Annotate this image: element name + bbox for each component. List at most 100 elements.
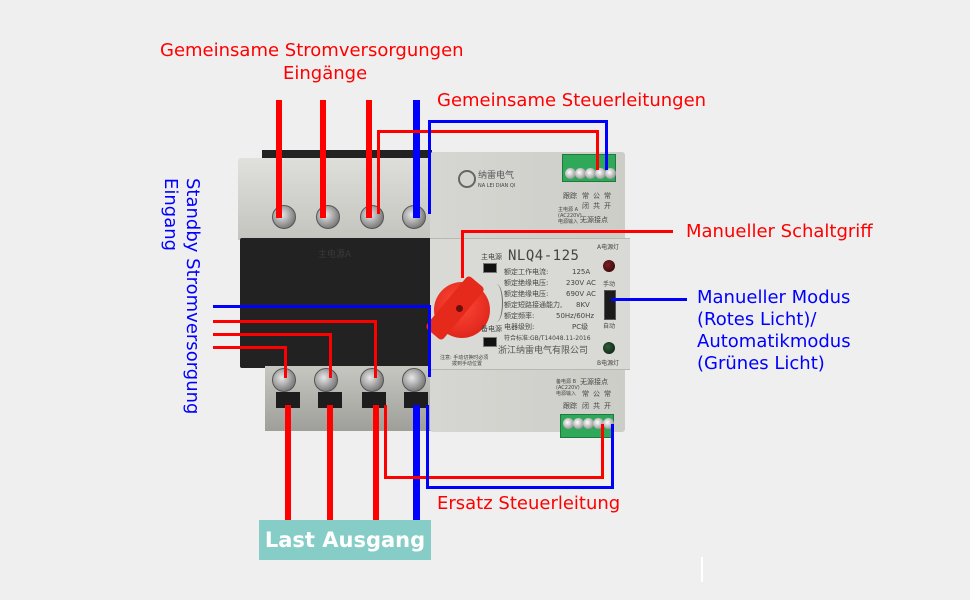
common-control-lines-label: Gemeinsame Steuerleitungen (437, 90, 707, 111)
bottom-block-col-1: 常 (582, 390, 589, 398)
backup-control-red-h (384, 476, 604, 479)
handle-pointer-v (461, 230, 464, 278)
divider-mark (701, 557, 703, 582)
top-block-left: 跟踪 (563, 192, 577, 200)
backup-control-red-v2 (601, 424, 604, 479)
lamp-b-green-indicator (603, 342, 615, 354)
bottom-terminal-screw-5 (603, 418, 614, 429)
brand-pinyin: NA LEI DIAN QI (478, 183, 516, 189)
common-control-red-v1 (377, 130, 380, 214)
top-block-group: 无源接点 (580, 216, 608, 224)
mode-switch[interactable] (604, 290, 616, 320)
mode-pointer (611, 298, 687, 301)
spec-name: 额定绝缘电压: (504, 279, 549, 287)
brand-name: 纳雷电气 (478, 171, 515, 181)
backup-control-line-label: Ersatz Steuerleitung (437, 493, 621, 514)
bottom-clamp-4 (404, 392, 428, 408)
standby-phase-3-v (284, 346, 287, 378)
standby-power-label-line1: Standby Stromversorgung (182, 178, 203, 415)
bottom-block-col-3: 常 (604, 390, 611, 398)
bottom-terminal-screw-2 (573, 418, 584, 429)
bottom-block-power-1: 备电源 B (556, 379, 577, 385)
load-neutral-wire (413, 405, 420, 523)
spec-value: 8KV (576, 301, 590, 309)
load-output-wire-1 (285, 405, 291, 523)
bottom-block-power-2: (AC220V) (556, 385, 580, 391)
standby-power-label-line2: Eingang (160, 178, 181, 252)
common-control-blue-v1 (428, 120, 431, 214)
load-output-wire-2 (327, 405, 333, 523)
spec-value: 690V AC (566, 290, 596, 298)
switch-manual-label: 手动 (603, 281, 616, 288)
handle-pointer-h (461, 230, 673, 233)
common-control-blue-v2 (605, 120, 608, 170)
spec-name: 额定绝缘电压: (504, 290, 549, 298)
standby-phase-1-v (374, 320, 377, 378)
load-output-wire-3 (373, 405, 379, 523)
mode-label-line1: Manueller Modus (697, 287, 851, 308)
main-power-window (483, 263, 497, 273)
standby-neutral-v (428, 305, 431, 377)
top-block-col-2: 公 (593, 192, 600, 200)
screw-bottom-2 (314, 368, 338, 392)
top-shadow (262, 150, 432, 158)
screw-bottom-3 (360, 368, 384, 392)
spec-value: 125A (572, 268, 591, 276)
standby-neutral-h (213, 305, 431, 308)
bottom-block-col-2: 公 (593, 390, 600, 398)
common-control-blue-h (428, 120, 608, 123)
standby-phase-1-h (213, 320, 377, 323)
backup-control-red-v1 (384, 405, 387, 479)
model-name: NLQ4-125 (508, 248, 580, 264)
backup-control-blue-v2 (611, 424, 614, 489)
bottom-clamp-1 (276, 392, 300, 408)
spec-value: 50Hz/60Hz (556, 312, 595, 320)
top-block-col2-2: 共 (593, 202, 600, 210)
bottom-block-left: 跟踪 (563, 402, 577, 410)
manufacturer-name: 浙江纳雷电气有限公司 (498, 346, 589, 356)
rotation-arrow-icon (490, 284, 503, 322)
backup-control-blue-h (426, 486, 614, 489)
spec-value: 230V AC (566, 279, 596, 287)
load-output-label: Last Ausgang (264, 528, 426, 552)
common-power-inputs-label-line1: Gemeinsame Stromversorgungen (160, 40, 464, 61)
top-block-power-2: (AC220V) (558, 213, 582, 219)
manual-note: 注意: 手动切换时必须 (440, 355, 489, 361)
top-block-power-1: 主电源 A (558, 207, 579, 213)
backup-control-blue-v1 (426, 405, 429, 489)
top-terminal-screw-2 (575, 168, 586, 179)
lamp-a-red-indicator (603, 260, 615, 272)
top-block-power-3: 电源输入 (558, 219, 579, 225)
common-control-red-h (377, 130, 599, 133)
backup-power-tag: 备电源 (481, 325, 502, 333)
spec-name: 额定工作电流: (504, 268, 549, 276)
top-block-col-1: 常 (582, 192, 589, 200)
handle-center-dot (456, 305, 463, 312)
bottom-block-col2-2: 共 (593, 402, 600, 410)
spec-value: PC级 (572, 323, 589, 331)
bottom-terminal-screw-1 (563, 418, 574, 429)
bottom-block-col2-1: 闭 (582, 402, 589, 410)
brand-logo-icon (458, 170, 476, 188)
screw-top-3 (360, 205, 384, 229)
manual-note-2: 拨到手动位置 (452, 361, 483, 367)
screw-bottom-4 (402, 368, 426, 392)
bottom-terminal-screw-3 (583, 418, 594, 429)
standby-phase-2-h (213, 333, 332, 336)
bottom-block-group: 无源接点 (580, 378, 608, 386)
power-input-wire-1 (276, 100, 282, 218)
pole-housing-top-4 (376, 152, 432, 240)
manual-handle-label: Manueller Schaltgriff (686, 221, 873, 242)
mode-label-line2: (Rotes Licht)/ (697, 309, 817, 330)
top-terminal-screw-5 (605, 168, 616, 179)
top-terminal-screw-3 (585, 168, 596, 179)
bottom-clamp-3 (362, 392, 386, 408)
top-terminal-screw-4 (595, 168, 606, 179)
bottom-block-power-3: 电源输入 (556, 391, 577, 397)
bottom-terminal-screw-4 (593, 418, 604, 429)
load-output-badge (259, 520, 431, 560)
standby-phase-3-h (213, 346, 287, 349)
backup-power-window (483, 337, 497, 347)
standby-phase-2-v (329, 333, 332, 378)
mode-label-line3: Automatikmodus (697, 331, 851, 352)
